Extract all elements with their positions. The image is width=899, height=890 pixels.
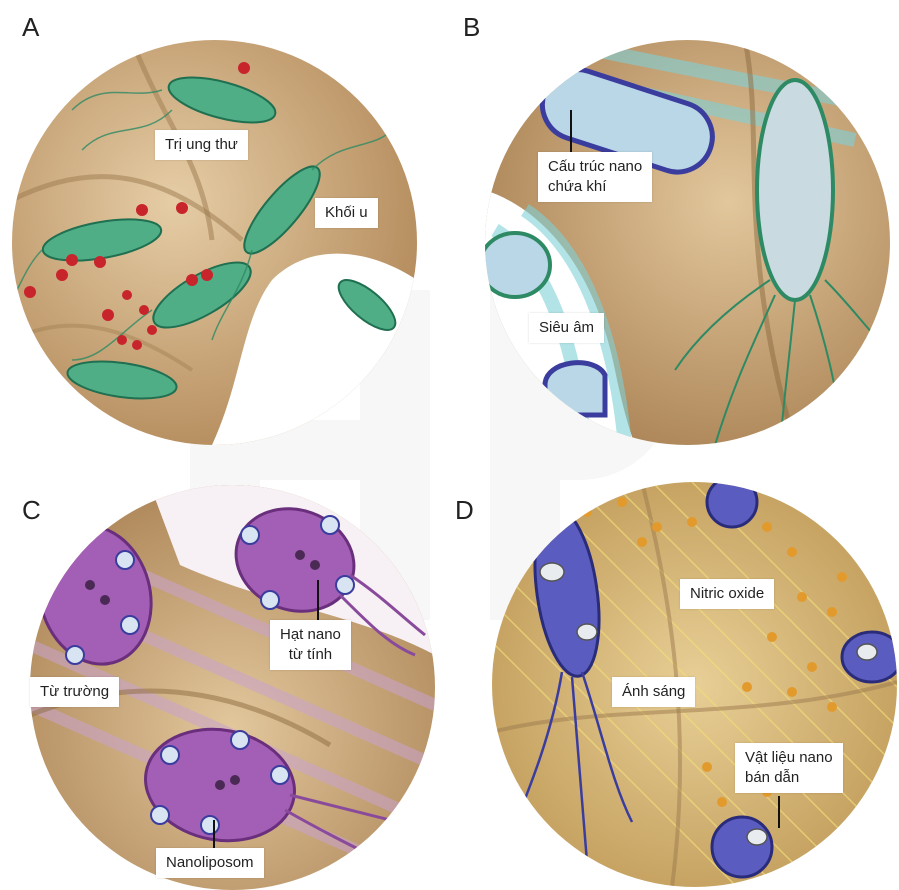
nanoliposome-label: Nanoliposom: [156, 848, 264, 878]
panel-b-illustration: [485, 40, 890, 445]
gas-nano-label: Cấu trúc nano chứa khí: [538, 152, 652, 202]
panel-a-letter: A: [22, 12, 39, 43]
magnetic-field-label: Từ trường: [30, 677, 119, 707]
panel-d-letter: D: [455, 495, 474, 526]
ultrasound-label: Siêu âm: [529, 313, 604, 343]
magnetic-nano-label: Hạt nano từ tính: [270, 620, 351, 670]
semiconductor-label: Vật liệu nano bán dẫn: [735, 743, 843, 793]
green-bacterium: [757, 80, 833, 300]
gas-nano-pointer: [570, 110, 572, 152]
panel-b-letter: B: [463, 12, 480, 43]
magnetic-nano-pointer: [317, 580, 319, 620]
panel-a-illustration: [12, 40, 417, 445]
nanoliposome-pointer: [213, 820, 215, 848]
nitric-oxide-label: Nitric oxide: [680, 579, 774, 609]
semiconductor-pointer: [778, 796, 780, 828]
light-label: Ánh sáng: [612, 677, 695, 707]
semiconductor-label-text: Vật liệu nano bán dẫn: [745, 749, 833, 786]
panel-b-circle: [485, 40, 890, 445]
treatment-label: Trị ung thư: [155, 130, 248, 160]
tumor-label: Khối u: [315, 198, 378, 228]
gas-nano-label-text: Cấu trúc nano chứa khí: [548, 158, 642, 195]
panel-a-circle: [12, 40, 417, 445]
magnetic-nano-label-text: Hạt nano từ tính: [280, 626, 341, 663]
